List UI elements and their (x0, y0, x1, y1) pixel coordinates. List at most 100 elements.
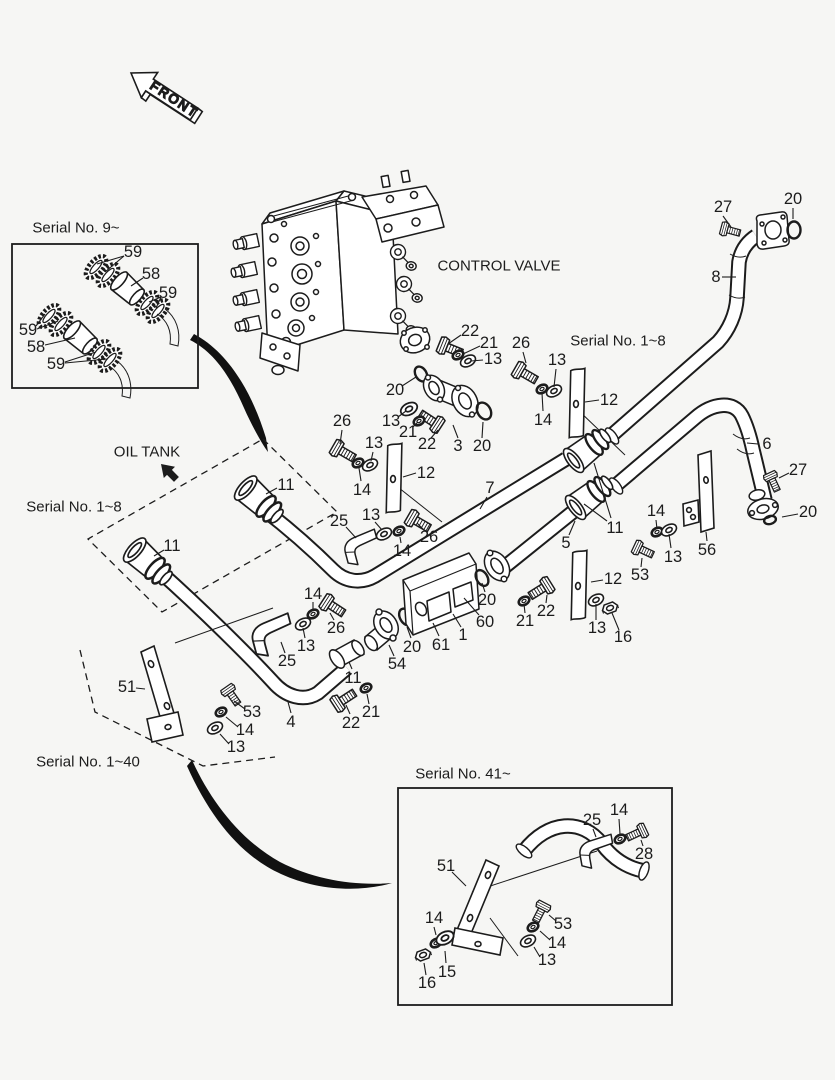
part-label-20: 20 (799, 503, 817, 521)
part-label-22: 22 (342, 714, 360, 732)
part-label-7: 7 (485, 479, 494, 497)
part-label-11: 11 (606, 519, 623, 537)
part-label-25: 25 (583, 811, 601, 829)
bracket-51-serial41 (451, 858, 504, 956)
part-3-adapter (422, 374, 479, 418)
o-ring-20-pipe6 (762, 514, 778, 526)
part-label-20: 20 (386, 381, 404, 399)
title-label: Serial No. 1~8 (26, 499, 121, 516)
part-label-13: 13 (297, 637, 315, 655)
title-label: Serial No. 41~ (415, 766, 511, 783)
part-label-21: 21 (480, 334, 498, 352)
bolt-53-b (219, 681, 245, 710)
part-label-26: 26 (420, 528, 438, 546)
part-label-28: 28 (635, 845, 653, 863)
pointer-swoosh-top (190, 334, 268, 452)
part-label-61: 61 (432, 636, 450, 654)
pipes (152, 229, 773, 706)
part-label-21: 21 (362, 703, 380, 721)
leader-lines (35, 208, 799, 976)
part-label-22: 22 (418, 435, 436, 453)
pipe-6-flange (747, 488, 779, 521)
bolt-26-a (509, 359, 542, 389)
control-valve-drawing (229, 169, 445, 376)
part-label-12: 12 (600, 391, 618, 409)
title-label: Serial No. 1~40 (36, 754, 140, 771)
part-label-14: 14 (425, 909, 443, 927)
part-label-14: 14 (393, 542, 411, 560)
bolt-53-c (528, 898, 553, 926)
bracket-12-left (383, 441, 405, 515)
part-label-59: 59 (47, 355, 65, 373)
part-label-3: 3 (453, 437, 462, 455)
part-label-20: 20 (473, 437, 491, 455)
nut-16-b (413, 947, 433, 963)
part-label-1: 1 (458, 626, 467, 644)
nut-16-a (600, 600, 620, 616)
part-label-13: 13 (588, 619, 606, 637)
washer-13-e (373, 524, 395, 544)
part-label-14: 14 (548, 934, 566, 952)
part-label-22: 22 (461, 322, 479, 340)
part-label-8: 8 (711, 268, 720, 286)
block-port-61 (426, 591, 452, 622)
part-label-53: 53 (243, 703, 261, 721)
pointer-swoosh-bottom (187, 760, 392, 889)
part-label-53: 53 (631, 566, 649, 584)
part-label-13: 13 (664, 548, 682, 566)
title-label: Serial No. 1~8 (570, 333, 665, 350)
part-label-20: 20 (403, 638, 421, 656)
part-label-60: 60 (476, 613, 494, 631)
part-label-13: 13 (548, 351, 566, 369)
part-label-12: 12 (417, 464, 435, 482)
part-label-11: 11 (163, 537, 180, 555)
part-label-59: 59 (124, 243, 142, 261)
part-label-13: 13 (484, 350, 502, 368)
bolt-27-top (718, 220, 743, 241)
part-label-14: 14 (353, 481, 371, 499)
dashed-region-serial-1-40 (79, 649, 276, 767)
pipe-8-flange (755, 211, 790, 250)
part-label-21: 21 (399, 423, 417, 441)
part-label-14: 14 (304, 585, 322, 603)
part-label-14: 14 (610, 801, 628, 819)
title-label: OIL TANK (114, 444, 180, 461)
part-label-13: 13 (227, 738, 245, 756)
front-arrow: FRONT (129, 71, 204, 125)
part-label-14: 14 (647, 502, 665, 520)
part-label-5: 5 (561, 534, 570, 552)
washer-13-j (517, 931, 539, 951)
junction-block-1 (402, 552, 480, 636)
part-54-flange (363, 608, 400, 652)
part-label-11: 11 (277, 476, 294, 494)
flange-pipe-5 (483, 549, 511, 583)
bracket-56 (682, 449, 715, 534)
part-label-54: 54 (388, 655, 406, 673)
part-label-22: 22 (537, 602, 555, 620)
part-label-13: 13 (538, 951, 556, 969)
part-label-13: 13 (382, 412, 400, 430)
part-label-12: 12 (604, 570, 622, 588)
o-ring-20-top (786, 220, 802, 240)
part-label-15: 15 (438, 963, 456, 981)
part-label-14: 14 (236, 721, 254, 739)
part-label-16: 16 (418, 974, 436, 992)
part-label-51: 51 (118, 678, 136, 696)
valve-port-flange (399, 326, 431, 354)
part-label-13: 13 (362, 506, 380, 524)
part-label-16: 16 (614, 628, 632, 646)
part-label-27: 27 (789, 461, 807, 479)
part-label-4: 4 (286, 713, 295, 731)
part-label-53: 53 (554, 915, 572, 933)
part-label-59: 59 (19, 321, 37, 339)
block-port-60 (452, 581, 474, 608)
part-label-14: 14 (534, 411, 552, 429)
dashed-region-oiltank (86, 438, 339, 613)
front-arrow-label: FRONT (148, 78, 202, 121)
part-label-21: 21 (516, 612, 534, 630)
title-label: CONTROL VALVE (437, 258, 560, 275)
bolt-53-a (630, 538, 657, 563)
part-label-56: 56 (698, 541, 716, 559)
part-label-26: 26 (333, 412, 351, 430)
